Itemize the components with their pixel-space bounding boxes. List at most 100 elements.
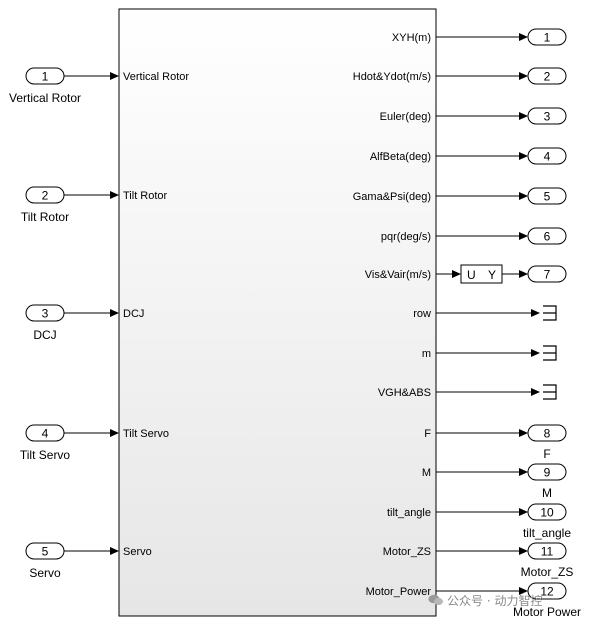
subsystem-output-port-label: M: [422, 467, 431, 479]
inport-block-3-number: 3: [42, 307, 49, 321]
signal-arrow: [110, 72, 119, 80]
outport-block-4[interactable]: 4: [527, 147, 567, 165]
inport-block-5[interactable]: 5: [25, 542, 65, 560]
output-8: row: [413, 305, 557, 321]
inport-block-3[interactable]: 3: [25, 304, 65, 322]
signal-arrow: [519, 72, 528, 80]
subsystem-output-port-label: row: [413, 308, 431, 320]
subsystem-output-port-label: Vis&Vair(m/s): [365, 269, 431, 281]
inport-block-2-number: 2: [42, 189, 49, 203]
outport-block-2[interactable]: 2: [527, 67, 567, 85]
signal-arrow: [452, 270, 461, 278]
output-3: Euler(deg) 3: [380, 107, 567, 125]
signal-arrow: [110, 429, 119, 437]
subsystem-input-port-label: DCJ: [123, 308, 144, 320]
inport-block-5-number: 5: [42, 545, 49, 559]
outport-block-12[interactable]: 12: [527, 582, 567, 600]
signal-arrow: [531, 349, 540, 357]
outport-block-11-number: 11: [541, 545, 554, 559]
inport-block-4[interactable]: 4: [25, 424, 65, 442]
output-2: Hdot&Ydot(m/s) 2: [353, 67, 567, 85]
outport-block-1-number: 1: [544, 31, 551, 45]
outport-block-8-shape: [527, 424, 567, 442]
outport-block-6[interactable]: 6: [527, 227, 567, 245]
outport-block-11[interactable]: 11: [527, 542, 567, 560]
outport-block-10-number: 10: [540, 506, 554, 520]
signal-arrow: [519, 468, 528, 476]
inport-block-1-number: 1: [42, 70, 49, 84]
outport-block-3[interactable]: 3: [527, 107, 567, 125]
terminator-icon: [543, 384, 557, 400]
outport-block-3-shape: [527, 107, 567, 125]
signal-arrow: [519, 232, 528, 240]
subsystem-input-port-label: Tilt Rotor: [123, 190, 168, 202]
outport-block-9-number: 9: [544, 466, 551, 480]
signal-arrow-2: [519, 270, 528, 278]
outport-label: Motor Power: [513, 605, 581, 619]
outport-block-4-shape: [527, 147, 567, 165]
subsystem-output-port-label: Hdot&Ydot(m/s): [353, 71, 431, 83]
subsystem-output-port-label: pqr(deg/s): [381, 231, 431, 243]
outport-block-8[interactable]: 8: [527, 424, 567, 442]
subsystem-output-port-label: m: [422, 348, 431, 360]
subsystem-output-port-label: Euler(deg): [380, 111, 431, 123]
outport-label: M: [542, 486, 552, 500]
subsystem-block[interactable]: [118, 8, 437, 617]
signal-arrow: [519, 429, 528, 437]
signal-arrow: [110, 191, 119, 199]
outport-block-10[interactable]: 10: [527, 503, 567, 521]
subsystem-output-port-label: Gama&Psi(deg): [353, 191, 431, 203]
signal-arrow: [519, 112, 528, 120]
subsystem-output-port-label: Motor_ZS: [383, 546, 431, 558]
selector-input-label: U: [467, 268, 476, 282]
subsystem-output-port-label: VGH&ABS: [378, 387, 431, 399]
watermark: 公众号 · 动力智控: [428, 592, 542, 609]
outport-block-4-number: 4: [544, 150, 551, 164]
subsystem-output-port-label: F: [424, 428, 431, 440]
signal-arrow: [110, 547, 119, 555]
output-6: pqr(deg/s) 6: [381, 227, 567, 245]
selector-output-label: Y: [488, 268, 496, 282]
outport-block-2-number: 2: [544, 70, 551, 84]
outport-block-5[interactable]: 5: [527, 187, 567, 205]
terminator-icon: [543, 345, 557, 361]
output-9: m: [422, 345, 557, 361]
subsystem-input-port-label: Servo: [123, 546, 152, 558]
signal-arrow: [519, 33, 528, 41]
signal-arrow: [519, 547, 528, 555]
signal-arrow: [519, 508, 528, 516]
watermark-text: 公众号 · 动力智控: [447, 594, 543, 608]
outport-block-1[interactable]: 1: [527, 28, 567, 46]
outport-block-9[interactable]: 9: [527, 463, 567, 481]
inport-label: DCJ: [33, 328, 56, 342]
subsystem-input-port-label: Tilt Servo: [123, 428, 169, 440]
subsystem-output-port-label: Motor_Power: [366, 586, 432, 598]
outport-block-7[interactable]: 7: [527, 265, 567, 283]
signal-arrow: [531, 388, 540, 396]
outport-block-11-shape: [527, 542, 567, 560]
output-10: VGH&ABS: [378, 384, 557, 400]
outport-label: Motor_ZS: [521, 565, 574, 579]
terminator-icon: [543, 305, 557, 321]
outport-block-12-number: 12: [540, 585, 554, 599]
subsystem-input-port-label: Vertical Rotor: [123, 71, 189, 83]
outport-block-9-shape: [527, 463, 567, 481]
outport-block-1-shape: [527, 28, 567, 46]
output-4: AlfBeta(deg)4: [370, 147, 567, 165]
outport-block-5-number: 5: [544, 190, 551, 204]
inport-block-1[interactable]: 1: [25, 67, 65, 85]
inport-block-2[interactable]: 2: [25, 186, 65, 204]
inport-label: Tilt Rotor: [21, 210, 69, 224]
outport-block-3-number: 3: [544, 110, 551, 124]
subsystem-output-port-label: tilt_angle: [387, 507, 431, 519]
outport-block-7-shape: [527, 265, 567, 283]
signal-arrow: [531, 309, 540, 317]
